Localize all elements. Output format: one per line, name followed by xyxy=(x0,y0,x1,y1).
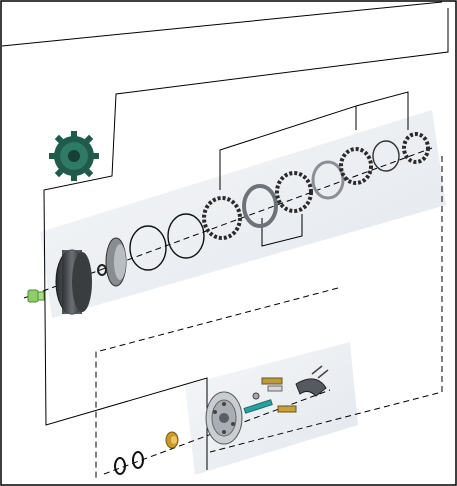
steel-plate-3 xyxy=(242,184,278,228)
friction-plate-2 xyxy=(275,171,313,213)
pressure-plate xyxy=(205,391,243,445)
plate-bracket-bottom xyxy=(261,214,303,247)
steel-plate-2 xyxy=(167,213,205,259)
lower-group-dashed-outline-2 xyxy=(95,287,339,478)
steel-plate-1 xyxy=(129,225,167,271)
release-lever xyxy=(295,378,327,397)
cover-bolts xyxy=(311,365,329,379)
o-ring-1 xyxy=(114,457,126,475)
plate-bracket-top xyxy=(219,105,357,190)
clutch-basket xyxy=(55,249,92,315)
hub-bolt xyxy=(27,289,45,303)
steel-plate-5 xyxy=(372,140,400,172)
small-washer xyxy=(252,392,260,400)
clutch-hub xyxy=(105,237,127,287)
upper-group-outline-2 xyxy=(43,8,449,470)
clutch-plates xyxy=(129,132,430,271)
lower-group-dashed-outline xyxy=(209,156,443,453)
primary-gear xyxy=(49,131,99,181)
thrust-washer xyxy=(97,264,107,276)
upper-group-outline xyxy=(1,1,443,47)
friction-plate-3 xyxy=(339,147,373,185)
upper-photo-background xyxy=(40,110,446,318)
steel-plate-4 xyxy=(311,160,345,200)
main-axis-line xyxy=(23,147,433,299)
friction-plate-4 xyxy=(402,132,430,164)
plate-bracket-top-2 xyxy=(355,91,409,130)
o-ring-2 xyxy=(132,451,144,469)
pushrod xyxy=(243,399,273,414)
friction-plate-1 xyxy=(202,196,242,240)
bushing xyxy=(165,431,179,449)
clutch-springs xyxy=(261,377,297,413)
